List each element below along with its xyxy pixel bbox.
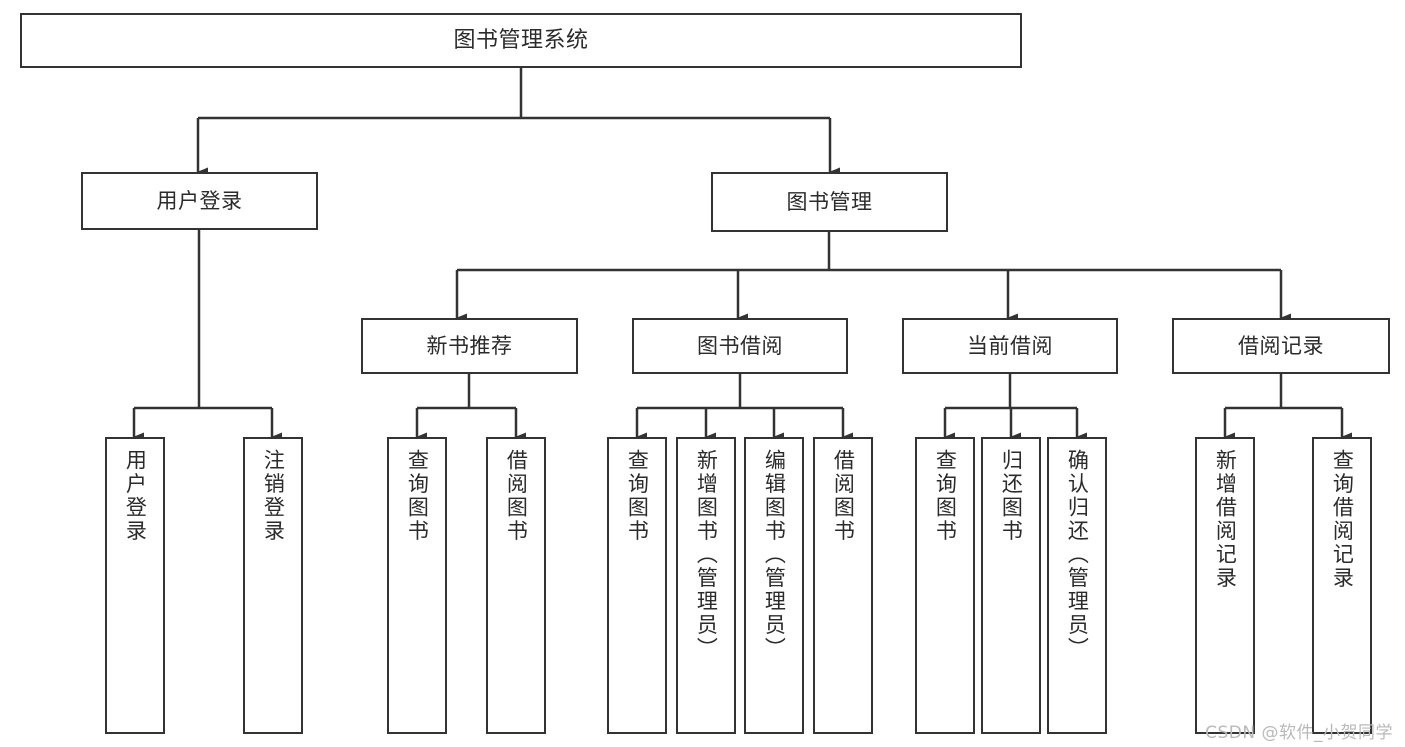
node-leaf-return-book[interactable]: 归还图书 <box>981 437 1041 734</box>
node-label: 注销登录 <box>261 449 286 543</box>
node-label: 新增借阅记录 <box>1213 449 1238 590</box>
node-label: 借阅图书 <box>504 449 529 543</box>
node-leaf-confirm-return[interactable]: 确认归还（管理员） <box>1047 437 1107 734</box>
node-new-book-rec[interactable]: 新书推荐 <box>361 318 578 374</box>
node-label: 新增图书（管理员） <box>694 449 719 661</box>
node-leaf-add-record[interactable]: 新增借阅记录 <box>1195 437 1255 734</box>
node-leaf-borrow-book-2[interactable]: 借阅图书 <box>813 437 873 734</box>
node-leaf-add-book[interactable]: 新增图书（管理员） <box>676 437 736 734</box>
node-label: 用户登录 <box>123 449 148 543</box>
node-label: 用户登录 <box>156 188 243 213</box>
node-borrow-record[interactable]: 借阅记录 <box>1172 318 1390 374</box>
node-label: 编辑图书（管理员） <box>762 449 787 661</box>
node-label: 查询图书 <box>933 449 958 543</box>
node-leaf-logout[interactable]: 注销登录 <box>243 437 303 734</box>
node-label: 图书借阅 <box>697 333 783 358</box>
node-book-manage[interactable]: 图书管理 <box>711 172 948 232</box>
node-book-borrow[interactable]: 图书借阅 <box>632 318 848 374</box>
node-leaf-query-book-3[interactable]: 查询图书 <box>915 437 975 734</box>
node-leaf-edit-book[interactable]: 编辑图书（管理员） <box>744 437 804 734</box>
node-leaf-user-login[interactable]: 用户登录 <box>105 437 165 734</box>
node-label: 借阅记录 <box>1238 333 1324 358</box>
node-label: 确认归还（管理员） <box>1065 449 1090 661</box>
watermark-text: CSDN @软件_小贺同学 <box>1205 723 1393 743</box>
node-label: 查询借阅记录 <box>1330 449 1355 590</box>
node-leaf-borrow-book-1[interactable]: 借阅图书 <box>486 437 546 734</box>
node-leaf-query-record[interactable]: 查询借阅记录 <box>1312 437 1372 734</box>
node-leaf-query-book-2[interactable]: 查询图书 <box>607 437 667 734</box>
node-label: 借阅图书 <box>831 449 856 543</box>
node-label: 归还图书 <box>999 449 1024 543</box>
node-current-borrow[interactable]: 当前借阅 <box>902 318 1118 374</box>
node-root[interactable]: 图书管理系统 <box>20 13 1022 68</box>
node-label: 图书管理系统 <box>453 27 589 53</box>
node-label: 图书管理 <box>786 189 873 214</box>
node-label: 查询图书 <box>405 449 430 543</box>
node-label: 新书推荐 <box>426 333 513 358</box>
connector-group <box>132 68 1352 442</box>
node-label: 查询图书 <box>625 449 650 543</box>
node-label: 当前借阅 <box>967 333 1053 358</box>
node-leaf-query-book-1[interactable]: 查询图书 <box>387 437 447 734</box>
node-user-login[interactable]: 用户登录 <box>81 172 318 230</box>
